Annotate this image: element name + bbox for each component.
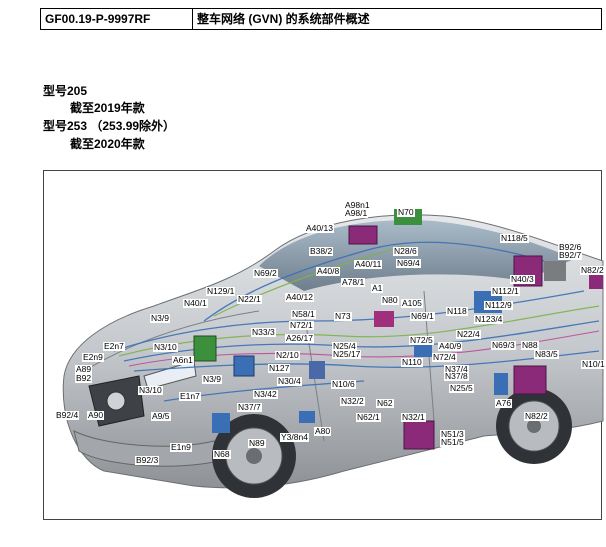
- label-a9-5: A9/5: [151, 411, 171, 421]
- label-b92-6: B92/6: [558, 242, 583, 252]
- label-n3-9b: N3/9: [202, 374, 222, 384]
- label-n58-1: N58/1: [291, 309, 316, 319]
- label-n62-1: N62/1: [356, 412, 381, 422]
- model-205: 型号205: [43, 84, 88, 98]
- label-n129-1: N129/1: [206, 286, 236, 296]
- label-n25-17: N25/17: [332, 349, 362, 359]
- label-n80: N80: [381, 295, 399, 305]
- label-n127: N127: [268, 363, 291, 373]
- label-n32-2: N32/2: [340, 396, 365, 406]
- label-n3-42: N3/42: [253, 389, 278, 399]
- label-n118-5: N118/5: [500, 233, 529, 243]
- label-n82-2a: N82/2: [580, 265, 605, 275]
- header-table: GF00.19-P-9997RF 整车网络 (GVN) 的系统部件概述: [40, 8, 602, 30]
- label-b92: B92: [75, 373, 93, 383]
- label-a105: A105: [401, 298, 423, 308]
- label-n72-5: N72/5: [409, 335, 434, 345]
- label-a98-1: A98/1: [344, 208, 369, 218]
- label-n28-6: N28/6: [393, 246, 418, 256]
- label-n88: N88: [521, 340, 539, 350]
- label-n118: N118: [446, 306, 468, 316]
- label-a6n1: A6n1: [172, 355, 194, 365]
- label-b38-2: B38/2: [309, 246, 334, 256]
- label-a26-17: A26/17: [285, 333, 314, 343]
- label-a40-11: A40/11: [354, 259, 383, 269]
- label-n3-10a: N3/10: [153, 342, 178, 352]
- label-n112-1: N112/1: [491, 286, 520, 296]
- model-253: 型号253 （253.99除外）: [43, 119, 176, 133]
- label-n69-1: N69/1: [410, 311, 435, 321]
- label-n40-3: N40/3: [510, 274, 535, 284]
- label-e2n7: E2n7: [103, 341, 125, 351]
- label-a40-12: A40/12: [285, 292, 314, 302]
- document-id: GF00.19-P-9997RF: [41, 9, 193, 29]
- label-b92-7: B92/7: [558, 250, 583, 260]
- label-n22-1: N22/1: [237, 294, 262, 304]
- label-b92-4: B92/4: [55, 410, 80, 420]
- label-n51-5: N51/5: [440, 437, 465, 447]
- label-y3-8n4: Y3/8n4: [280, 432, 309, 442]
- label-n69-3: N69/3: [491, 340, 516, 350]
- label-n10-1: N10/1: [581, 359, 606, 369]
- model-253-until: 截至2020年款: [70, 137, 145, 151]
- label-a98n1: A98n1: [344, 200, 371, 210]
- label-n110: N110: [401, 357, 423, 367]
- label-n69-2: N69/2: [253, 268, 278, 278]
- label-n40-1: N40/1: [183, 298, 208, 308]
- label-e2n9: E2n9: [82, 352, 104, 362]
- label-a78-1: A78/1: [341, 277, 366, 287]
- label-a40-8: A40/8: [316, 266, 341, 276]
- label-a90: A90: [87, 410, 105, 420]
- label-n62a: N62: [376, 398, 394, 408]
- vehicle-network-figure: A98n1 A98/1 N70 A40/13 N118/5 B92/6 B92/…: [43, 170, 606, 520]
- label-a80: A80: [314, 426, 332, 436]
- document-title: 整车网络 (GVN) 的系统部件概述: [197, 12, 370, 26]
- label-n3-10b: N3/10: [138, 385, 163, 395]
- label-n51-3: N51/3: [440, 429, 465, 439]
- label-n33-3: N33/3: [251, 327, 276, 337]
- label-a89: A89: [75, 364, 93, 374]
- label-n25-4: N25/4: [332, 341, 357, 351]
- label-n69-4: N69/4: [396, 258, 421, 268]
- label-n112-9: N112/9: [484, 300, 513, 310]
- label-n82-2b: N82/2: [524, 411, 549, 421]
- label-a1: A1: [371, 283, 384, 293]
- label-e1n9: E1n9: [170, 442, 192, 452]
- label-n22-4: N22/4: [456, 329, 481, 339]
- label-b92-3: B92/3: [135, 455, 160, 465]
- label-n37-4: N37/4: [444, 364, 469, 374]
- label-n83-5: N83/5: [534, 349, 559, 359]
- label-n89: N89: [248, 438, 266, 448]
- label-n32-1: N32/1: [401, 412, 426, 422]
- label-a76: A76: [495, 398, 513, 408]
- label-n123-4: N123/4: [474, 314, 504, 324]
- label-n72-4: N72/4: [432, 352, 457, 362]
- label-a40-9: A40/9: [438, 341, 463, 351]
- model-205-until: 截至2019年款: [70, 101, 145, 115]
- label-n70: N70: [397, 207, 415, 217]
- label-n2-10: N2/10: [275, 350, 300, 360]
- label-n10-6: N10/6: [331, 379, 356, 389]
- label-a40-13: A40/13: [305, 223, 334, 233]
- label-n37-8: N37/8: [444, 371, 469, 381]
- label-n3-9a: N3/9: [150, 313, 170, 323]
- label-n73: N73: [334, 311, 352, 321]
- label-n68: N68: [213, 449, 231, 459]
- label-n72-1: N72/1: [289, 320, 314, 330]
- label-e1n7: E1n7: [179, 391, 201, 401]
- label-n25-5: N25/5: [449, 383, 474, 393]
- label-n37-7: N37/7: [237, 402, 262, 412]
- label-n30-4: N30/4: [277, 376, 302, 386]
